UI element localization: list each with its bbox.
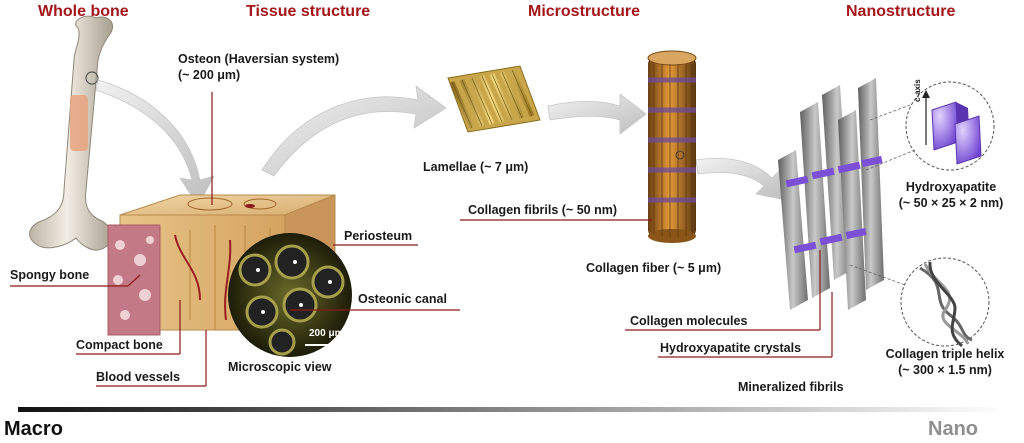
label-spongy-bone: Spongy bone [10, 268, 90, 282]
label-scale-bar: 200 μm [309, 328, 344, 339]
label-hydroxyapatite-name: Hydroxyapatite [905, 180, 997, 194]
collagen-fiber-illustration [647, 50, 697, 243]
label-collagen-fiber: Collagen fiber (~ 5 μm) [586, 261, 722, 275]
label-mineralized-fibrils: Mineralized fibrils [738, 380, 844, 394]
label-osteon-size: (~ 200 μm) [178, 67, 241, 82]
arrow-fiber-to-fibrils [695, 158, 787, 201]
microscopic-view-image [228, 233, 352, 357]
label-collagen-triple-helix: Collagen triple helix (~ 300 × 1.5 nm) [870, 347, 1020, 378]
arrow-tissue-to-lamellae [261, 85, 447, 177]
label-lamellae: Lamellae (~ 7 μm) [423, 160, 529, 174]
label-blood-vessels: Blood vessels [96, 370, 181, 384]
label-triple-helix-size: (~ 300 × 1.5 nm) [898, 362, 992, 377]
leader-lines [10, 92, 833, 387]
label-compact-bone: Compact bone [76, 338, 163, 352]
label-triple-helix-name: Collagen triple helix [885, 347, 1005, 361]
label-nano: Nano [928, 418, 978, 440]
label-hydroxyapatite-size: (~ 50 × 25 × 2 nm) [898, 195, 1004, 210]
label-hydroxyapatite-crystals: Hydroxyapatite crystals [660, 341, 802, 355]
label-osteonic-canal: Osteonic canal [358, 292, 447, 306]
macro-nano-scale-bar [18, 407, 1008, 412]
lamellae-illustration [447, 65, 541, 133]
label-collagen-molecules: Collagen molecules [630, 314, 748, 328]
header-tissue-structure: Tissue structure [246, 3, 371, 20]
arrow-bone-to-tissue [95, 79, 215, 207]
label-c-axis: c-axis [913, 79, 922, 102]
bone-tissue-block [107, 194, 336, 336]
header-microstructure: Microstructure [528, 3, 641, 20]
triple-helix-zoom [900, 257, 990, 348]
hydroxyapatite-zoom [905, 81, 995, 171]
label-osteon-name: Osteon (Haversian system) [178, 52, 340, 66]
label-hydroxyapatite: Hydroxyapatite (~ 50 × 25 × 2 nm) [878, 180, 1024, 211]
header-nanostructure: Nanostructure [846, 3, 956, 20]
arrow-lamellae-to-fiber [547, 93, 647, 135]
label-periosteum: Periosteum [344, 229, 413, 243]
femur-illustration [29, 15, 114, 251]
mineralized-fibrils-illustration [778, 78, 884, 310]
label-osteon: Osteon (Haversian system) (~ 200 μm) [178, 52, 339, 83]
header-whole-bone: Whole bone [38, 3, 129, 20]
label-macro: Macro [4, 418, 63, 440]
label-microscopic-view: Microscopic view [228, 360, 332, 374]
label-collagen-fibrils: Collagen fibrils (~ 50 nm) [468, 203, 617, 217]
